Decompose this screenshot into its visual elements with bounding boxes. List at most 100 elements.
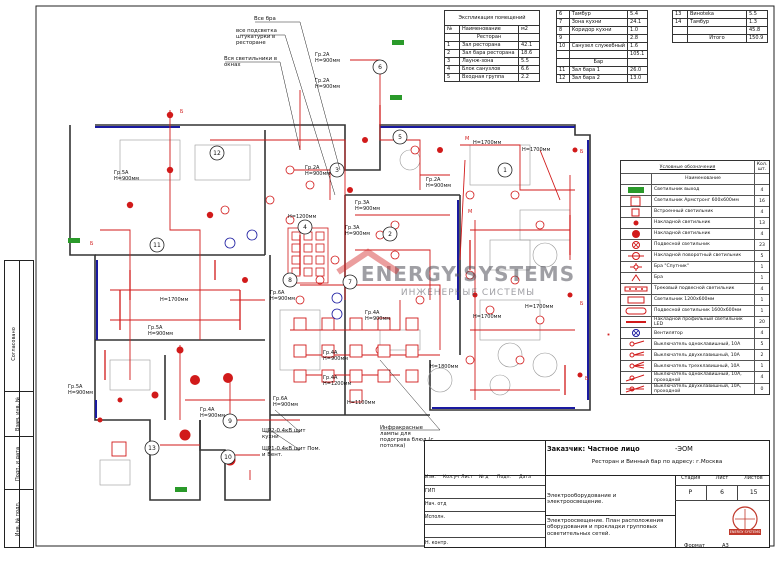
cell-no: 12 [556, 74, 570, 83]
legend-item-name: Подвесной светильник [654, 242, 710, 248]
legend-item-qty: 4 [754, 185, 769, 195]
cell-no: 14 [672, 18, 688, 27]
legend-row: Выключатель одноклавишный, 10А, проходно… [621, 371, 769, 383]
cell-area: 6.6 [518, 65, 540, 74]
legend-col-name: Наименование [685, 176, 721, 182]
section-label: Ресторан [459, 33, 519, 42]
note-bar-shelves: все подсветка штукатурки в ресторане [236, 28, 277, 46]
cell-area: 1.6 [627, 42, 648, 51]
cell-no: 11 [556, 66, 570, 75]
cell-area: 24.1 [627, 18, 648, 27]
cell-area: 5.5 [518, 57, 540, 66]
role-executor: Исполн. [425, 511, 545, 524]
legend-item-name: Выключатель трехклавишный, 10А [654, 363, 740, 369]
legend-item-qty: 4 [754, 207, 769, 217]
legend-item-name: Выключатель двухклавишный, 10А [654, 352, 740, 358]
side-stamp: Согласовано Взам. инв. № Подп. и дата Ин… [4, 260, 34, 548]
height-label: H=900мм [148, 331, 174, 337]
section-title: Электрооборудование и электроосвещение. [547, 493, 617, 506]
group-name: Гр.6А [273, 396, 288, 402]
room-2-label: 2 [388, 231, 392, 238]
legend-item-qty: 16 [754, 196, 769, 206]
height-label: H=900мм [365, 316, 391, 322]
cell-no: 9 [556, 34, 570, 43]
cell-name: Зал ресторана [459, 41, 519, 50]
legend-item-name: Светильник 1200х600мм [654, 297, 715, 303]
rev-col-sheet: Лист [461, 475, 473, 480]
led-profiles [104, 105, 571, 395]
cell-no: 13 [672, 10, 688, 19]
note-niche-lights: Вся светильники в окнах [224, 56, 278, 68]
room-12-label: 12 [213, 150, 221, 157]
cell-name: Тамбур [687, 18, 747, 27]
rev-col-qty: Кол.уч [443, 475, 459, 480]
height-label: H=900мм [114, 176, 140, 182]
cell-name: Лаунж-зона [459, 57, 519, 66]
note-shield-kitchen: ЩР2-0.4кВ щит кухни [262, 428, 306, 440]
legend-item-name: Бра "Спутник" [654, 264, 689, 270]
group-name: Гр.4А [200, 407, 215, 413]
group-name: Гр.4А [323, 375, 338, 381]
height-label-1700-d: H=1700мм [525, 304, 554, 310]
firm-name: ENERGY SYSTEMS [729, 530, 761, 534]
note-infrared: Инфракрасные лампы для подогрева блюд (с… [380, 425, 434, 449]
legend-qty-blank [754, 174, 769, 184]
legend-row: Выключатель двухклавишный, 10А, проходно… [621, 382, 769, 395]
sheet-info-values: Р 6 15 [675, 485, 769, 501]
room-10-label: 10 [224, 454, 232, 461]
stage-label: Стадия [681, 475, 701, 481]
outlet-icon [621, 185, 652, 195]
legend-subheader: Наименование [621, 173, 769, 184]
cell-name: Входная группа [459, 73, 519, 82]
cell-no: 3 [444, 57, 460, 66]
height-label: H=900мм [315, 58, 341, 64]
fan-icon [621, 328, 652, 339]
side-label-inv-original: Инв. № подл. [15, 501, 21, 537]
group-name: Гр.5А [114, 170, 129, 176]
group-name: Гр.3А [345, 225, 360, 231]
legend-item-name: Светильник выход [654, 187, 700, 193]
room-8-label: 8 [288, 277, 292, 284]
cell-name: Зона кухни [568, 18, 629, 27]
legend-item-name: Выключатель одноклавишный, 10А [654, 341, 741, 347]
cell-no: 6 [556, 10, 570, 19]
group-name: Гр.6А [270, 290, 285, 296]
switch-b-4: Б [580, 301, 584, 307]
sheet-title: Электроосвещение. План расположения обор… [547, 518, 664, 537]
height-label-1700-b: H=1700мм [522, 147, 551, 153]
room-numbers: 1 2 3 4 5 6 7 8 9 10 11 12 13 [148, 64, 507, 461]
legend-item-qty: 1 [754, 361, 769, 372]
legend-header: Условные обозначения Кол. шт. [621, 161, 769, 173]
legend-item-name: Накладной светильник [654, 231, 711, 237]
cell-name: Зал бара 1 [568, 66, 629, 75]
height-label: H=900мм [305, 171, 331, 177]
rect2-icon [621, 306, 652, 316]
legend-item-qty: 1 [754, 262, 769, 272]
legend-sym-blank [621, 174, 652, 184]
height-label: H=900мм [345, 231, 371, 237]
room-13-label: 13 [148, 445, 156, 452]
group-name: Гр.2А [426, 177, 441, 183]
group-name: Гр.4А [323, 350, 338, 356]
cell-area: 5.4 [627, 10, 648, 19]
